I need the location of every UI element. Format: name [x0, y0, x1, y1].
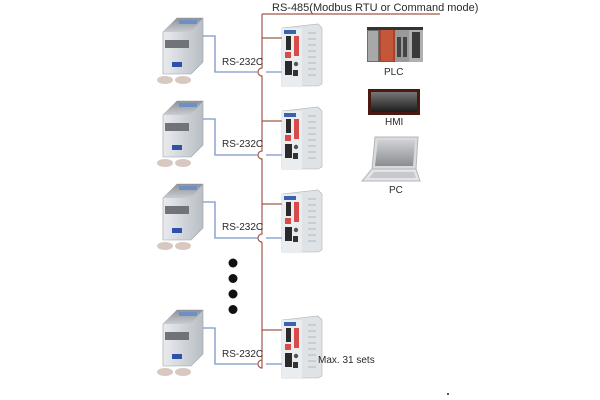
device-set-3 — [157, 183, 323, 253]
rs232c-label-1: RS-232C — [222, 57, 264, 68]
ellipsis-dot — [228, 289, 238, 299]
converter-module-icon — [281, 189, 323, 253]
converter-module-icon — [281, 106, 323, 170]
rs232c-cable — [200, 118, 282, 156]
max-sets-note: Max. 31 sets — [318, 355, 375, 366]
device-set-4 — [157, 309, 323, 379]
rs232c-cable — [200, 201, 282, 239]
laptop-icon — [360, 136, 421, 182]
weighing-module-icon — [157, 183, 204, 250]
converter-module-icon — [281, 23, 323, 87]
converter-module-icon — [281, 315, 323, 379]
rs232c-label-2: RS-232C — [222, 139, 264, 150]
weighing-module-icon — [157, 17, 204, 84]
plc-icon — [367, 27, 423, 62]
weighing-module-icon — [157, 309, 204, 376]
ellipsis-dot — [228, 258, 238, 268]
ellipsis-dot — [228, 305, 238, 314]
ellipsis-dot — [228, 274, 238, 283]
pc-label: PC — [389, 185, 403, 196]
rs485-bus-label: RS-485(Modbus RTU or Command mode) — [272, 2, 479, 14]
device-set-2 — [157, 100, 323, 170]
rs232c-label-3: RS-232C — [222, 222, 264, 233]
weighing-module-icon — [157, 100, 204, 167]
rs232c-label-4: RS-232C — [222, 349, 264, 360]
plc-label: PLC — [384, 67, 404, 78]
rs485-bus — [257, 13, 440, 369]
ellipsis-dots — [228, 258, 238, 314]
stray-dot — [447, 393, 449, 395]
device-set-1 — [157, 17, 323, 87]
rs232c-cable — [200, 327, 282, 365]
rs232c-cable — [200, 35, 282, 73]
hmi-label: HMI — [385, 117, 404, 128]
hmi-icon — [368, 89, 420, 115]
